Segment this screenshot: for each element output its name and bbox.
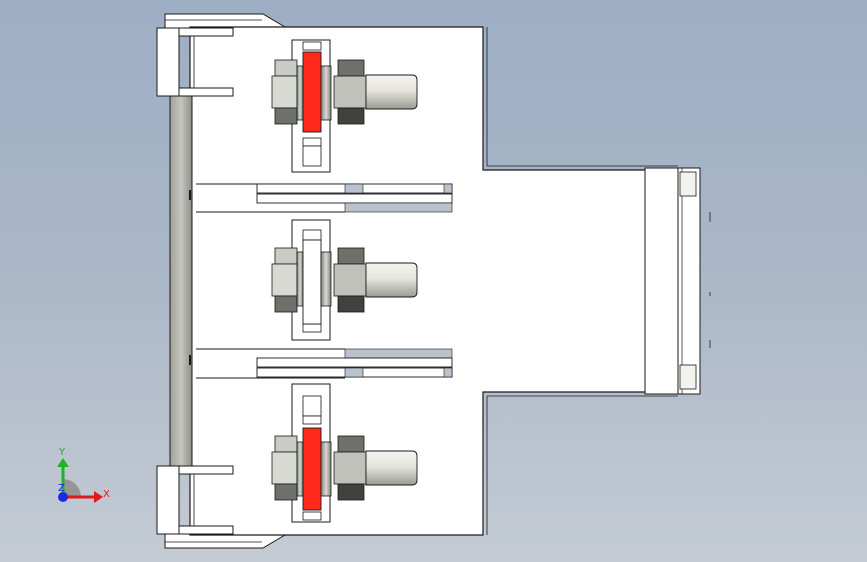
- triad-y-label: Y: [58, 447, 66, 458]
- hex-nut-right: [333, 435, 367, 501]
- contact-red: [302, 427, 322, 511]
- bolt-shaft: [365, 450, 418, 486]
- hex-nut-left: [271, 435, 298, 501]
- hex-nut-right: [333, 247, 367, 313]
- triad-z-axis-icon: [58, 492, 68, 502]
- triad-x-arrow-icon: [94, 491, 103, 503]
- right-flange: [644, 167, 679, 395]
- separator-slots-lower: [196, 348, 453, 379]
- terminal-assembly-middle: [271, 219, 418, 341]
- housing-body: [164, 13, 711, 549]
- hex-nut-left: [271, 247, 298, 313]
- triad-z-label: Z: [58, 483, 65, 494]
- contact-red: [302, 51, 322, 133]
- hex-nut-left: [271, 59, 298, 125]
- triad-x-label: X: [103, 489, 110, 500]
- bolt-shaft: [365, 74, 418, 110]
- bolt-shaft: [365, 262, 418, 298]
- top-mounting-clip: [156, 27, 234, 97]
- triad-y-arrow-icon: [57, 458, 69, 467]
- hex-nut-right: [333, 59, 367, 125]
- terminal-assembly-top: [271, 39, 418, 173]
- axis-triad[interactable]: X Y Z: [57, 447, 110, 503]
- left-rail: [169, 94, 193, 468]
- housing-outline: [189, 26, 679, 536]
- bottom-mounting-clip: [156, 465, 234, 535]
- separator-slots-upper: [196, 183, 453, 213]
- terminal-assembly-bottom: [271, 383, 418, 523]
- triad-xy-quadrant: [63, 479, 81, 497]
